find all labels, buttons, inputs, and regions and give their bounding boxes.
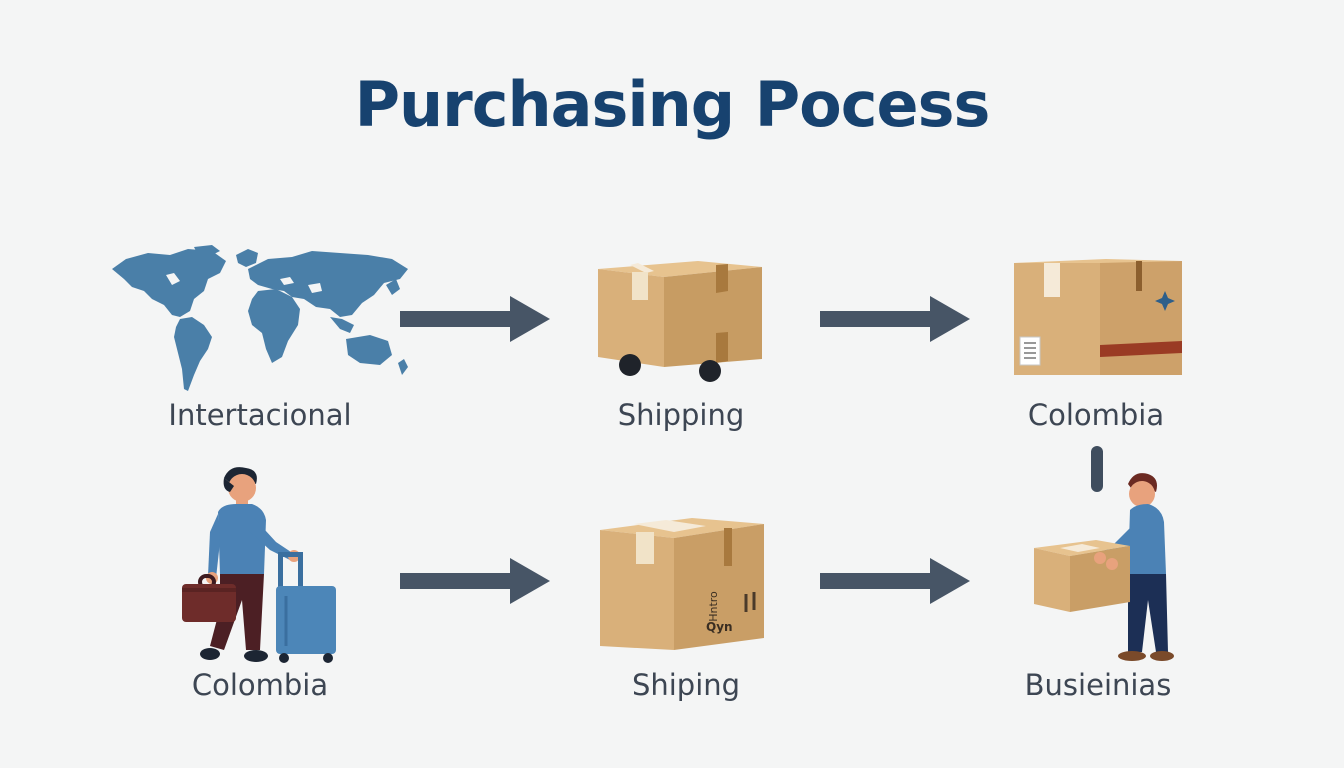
- world-map-icon: [112, 245, 408, 391]
- node-label-busieinias: Busieinias: [1024, 668, 1172, 702]
- traveler-with-luggage-icon: [182, 467, 336, 663]
- arrow-right-icon: [400, 296, 550, 342]
- node-label-shipping: Shipping: [617, 398, 745, 432]
- node-label-colombia: Colombia: [1027, 398, 1165, 432]
- connector-line: [1091, 446, 1103, 492]
- arrow-right-icon: [820, 296, 970, 342]
- diagram-title: Purchasing Pocess: [354, 68, 991, 141]
- box-printed-text-1: Hntro: [706, 591, 720, 622]
- box-on-wheels-icon: [598, 261, 762, 382]
- box-printed-text-2: Qyn: [706, 620, 733, 634]
- arrow-right-icon: [400, 558, 550, 604]
- node-label-intertacional: Intertacional: [168, 398, 352, 432]
- node-label-shiping: Shiping: [631, 668, 741, 702]
- labeled-package-icon: [1014, 259, 1182, 375]
- person-carrying-box-icon: [1034, 473, 1174, 661]
- node-label-colombia-bottom: Colombia: [191, 668, 329, 702]
- arrow-right-icon: [820, 558, 970, 604]
- taped-box-icon: [600, 518, 764, 650]
